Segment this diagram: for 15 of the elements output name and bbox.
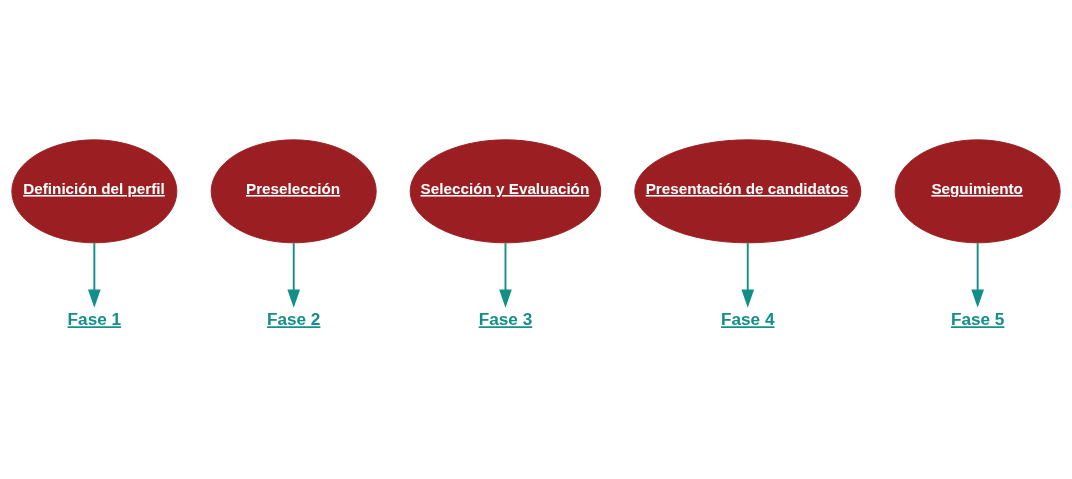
node-ellipse: Preselección — [210, 139, 377, 244]
arrow — [287, 242, 301, 308]
node-text: Fase 5 — [950, 309, 1005, 330]
arrow — [499, 242, 512, 308]
node-text: Fase 2 — [267, 309, 321, 330]
arrow — [971, 242, 984, 308]
arrow — [741, 242, 755, 308]
node-text: Fase 3 — [478, 309, 533, 330]
node-ellipse: Presentación de candidatos — [634, 139, 862, 244]
node-ellipse: Definición del perfil — [11, 139, 178, 244]
node-text: Fase 4 — [721, 309, 775, 330]
node-text: Fase 1 — [67, 309, 122, 330]
node-ellipse: Selección y Evaluación — [409, 139, 602, 244]
node-ellipse: Seguimiento — [894, 139, 1061, 244]
arrow — [88, 242, 101, 308]
